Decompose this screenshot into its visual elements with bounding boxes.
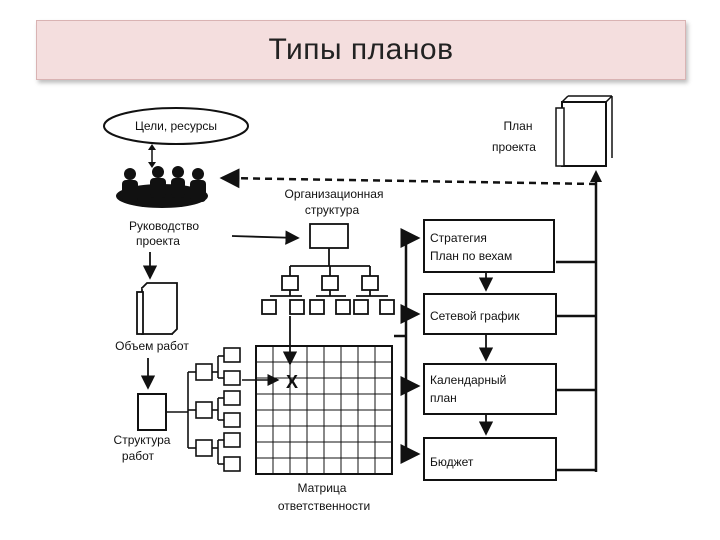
strategy-label-line2: План по вехам [430, 249, 512, 263]
responsibility-matrix-grid [255, 345, 393, 475]
management-label-line1: Руководство [129, 219, 199, 233]
matrix-to-plans-connector [394, 228, 421, 464]
wbs-document-icon [137, 393, 167, 431]
network-box: Сетевой график [423, 293, 557, 335]
project-plan-label-line2: проекта [492, 140, 536, 154]
org-structure-label-line2: структура [305, 203, 360, 217]
project-plan-arrowhead [590, 170, 602, 182]
goals-label: Цели, ресурсы [135, 119, 217, 133]
project-plan-binder-icon [555, 95, 613, 167]
management-people-icon [116, 166, 208, 208]
matrix-label-line2: ответственности [278, 499, 370, 513]
org-chart [261, 223, 395, 315]
matrix-mark: X [286, 372, 298, 392]
wbs-label-line2: работ [122, 449, 155, 463]
network-label: Сетевой график [430, 309, 520, 323]
goals-management-arrow [148, 144, 156, 168]
feedback-dashed-arrow [219, 168, 597, 189]
wbs-tree [166, 347, 241, 472]
matrix-label-line1: Матрица [298, 481, 347, 495]
project-plan-label-line1: План [504, 119, 533, 133]
scope-binder-icon [136, 282, 178, 335]
goals-node: Цели, ресурсы [103, 107, 249, 145]
strategy-box: Стратегия План по вехам [423, 219, 555, 273]
calendar-box: Календарный план [423, 363, 557, 415]
management-label-line2: проекта [136, 234, 180, 248]
page-title: Типы планов [268, 33, 454, 66]
budget-box: Бюджет [423, 437, 557, 481]
org-structure-label-line1: Организационная [285, 187, 384, 201]
management-org-arrow [231, 230, 300, 245]
wbs-label-line1: Структура [114, 433, 171, 447]
budget-label: Бюджет [430, 455, 474, 469]
calendar-label-line2: план [430, 391, 457, 405]
plans-to-project-connector [556, 176, 598, 472]
scope-label: Объем работ [115, 339, 189, 353]
title-bar: Типы планов [36, 20, 686, 80]
calendar-label-line1: Календарный [430, 373, 506, 387]
strategy-label-line1: Стратегия [430, 231, 487, 245]
